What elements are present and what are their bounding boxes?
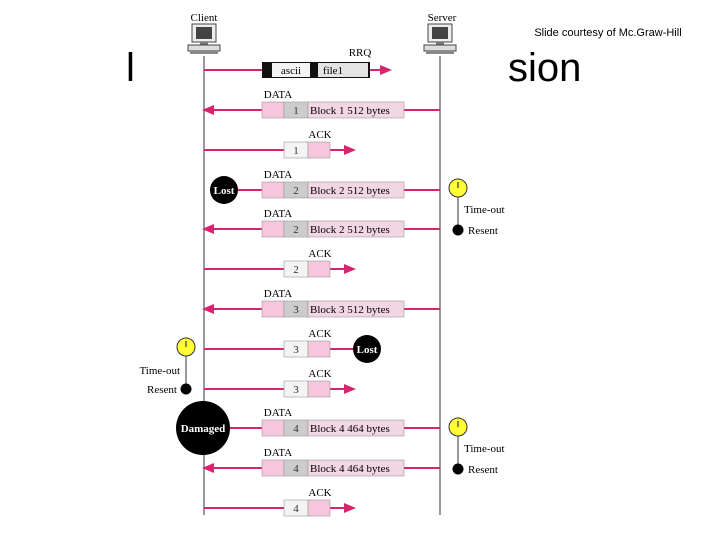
msg-6-kind-label: ACK xyxy=(308,328,331,340)
msg-4-kind-label: ACK xyxy=(308,248,331,260)
msg-2-lost-badge xyxy=(210,176,238,204)
rrq-label: RRQ xyxy=(349,47,372,59)
msg-3-kind-label: DATA xyxy=(264,208,293,220)
msg-7-ack: ACK 3 xyxy=(204,368,356,398)
msg-1-packet-num: 1 xyxy=(293,145,299,157)
rrq-file-text: file1 xyxy=(323,65,343,77)
server-timer-block2: Time-out Resent xyxy=(448,178,505,237)
client-timeout-ack3-label: Time-out xyxy=(139,365,180,377)
msg-9-arrow-head xyxy=(202,463,214,473)
server-timer-block4: Time-out Resent xyxy=(448,417,505,476)
msg-3-arrow-head xyxy=(202,224,214,234)
msg-8-packet-body xyxy=(307,419,405,437)
msg-10-packet-num: 4 xyxy=(293,503,299,515)
msg-9-packet-body xyxy=(307,459,405,477)
msg-1-arrow-head xyxy=(344,145,356,155)
msg-10-arrow-head xyxy=(344,503,356,513)
client-resent-ack3-label: Resent xyxy=(147,384,177,396)
msg-5-packet-body xyxy=(307,300,405,318)
client-timer-ack3: Time-out Resent xyxy=(139,337,196,396)
msg-8-damaged-badge xyxy=(176,401,230,455)
msg-6-lost-label: Lost xyxy=(357,344,378,356)
msg-7-packet-num: 3 xyxy=(293,384,299,396)
title-fragment-left: l xyxy=(126,46,135,90)
msg-0-kind-label: DATA xyxy=(264,89,293,101)
msg-4-arrow-head xyxy=(344,264,356,274)
msg-6-packet-tail xyxy=(307,340,331,358)
msg-6-lost-badge xyxy=(353,335,381,363)
msg-6-packet-num: 3 xyxy=(293,344,299,356)
client-computer-icon xyxy=(187,23,221,55)
msg-7-packet-tail xyxy=(307,380,331,398)
msg-2-packet-edge xyxy=(261,181,285,199)
msg-0-packet-edge xyxy=(261,101,285,119)
server-timeout-block4-label: Time-out xyxy=(464,443,505,455)
msg-1-packet-tail xyxy=(307,141,331,159)
msg-2-packet-text: Block 2 512 bytes xyxy=(310,185,390,197)
server-timeout-block2-label: Time-out xyxy=(464,204,505,216)
msg-10-packet-tail xyxy=(307,499,331,517)
msg-5-arrow-head xyxy=(202,304,214,314)
msg-9-packet-num: 4 xyxy=(293,463,299,475)
msg-7-kind-label: ACK xyxy=(308,368,331,380)
msg-0-packet-text: Block 1 512 bytes xyxy=(310,105,390,117)
msg-8-packet-text: Block 4 464 bytes xyxy=(310,423,390,435)
msg-4-packet-num: 2 xyxy=(293,264,299,276)
rrq-mode-field xyxy=(272,63,310,77)
msg-8-packet-edge xyxy=(261,419,285,437)
msg-0-arrow-head xyxy=(202,105,214,115)
msg-5-kind-label: DATA xyxy=(264,288,293,300)
msg-9-packet-text: Block 4 464 bytes xyxy=(310,463,390,475)
msg-4-ack: ACK 2 xyxy=(204,248,356,278)
msg-0-packet-num: 1 xyxy=(293,105,299,117)
msg-3-packet-text: Block 2 512 bytes xyxy=(310,224,390,236)
msg-0-packet-body xyxy=(307,101,405,119)
msg-2-packet-body xyxy=(307,181,405,199)
server-computer-icon xyxy=(423,23,457,55)
msg-7-arrow-head xyxy=(344,384,356,394)
msg-8-damaged-label: Damaged xyxy=(181,423,226,435)
server-resent-block2-label: Resent xyxy=(468,225,498,237)
server-label: Server xyxy=(428,12,457,24)
rrq-mode-text: ascii xyxy=(281,65,301,77)
msg-5-packet-num: 3 xyxy=(293,304,299,316)
msg-5-packet-text: Block 3 512 bytes xyxy=(310,304,390,316)
msg-3-packet-body xyxy=(307,220,405,238)
slide-courtesy: Slide courtesy of Mc.Graw-Hill xyxy=(534,27,682,39)
msg-3-packet-edge xyxy=(261,220,285,238)
server-resent-block2-dot xyxy=(452,224,464,236)
msg-2-packet-num: 2 xyxy=(293,185,299,197)
msg-1-ack: ACK 1 xyxy=(204,129,356,159)
msg-8-kind-label: DATA xyxy=(264,407,293,419)
rrq-file-field xyxy=(318,63,368,77)
rrq-arrow-head xyxy=(380,65,392,75)
msg-1-kind-label: ACK xyxy=(308,129,331,141)
msg-8-packet-num: 4 xyxy=(293,423,299,435)
rrq-message: RRQ ascii file1 xyxy=(204,47,392,78)
title-fragment-right: sion xyxy=(508,46,582,90)
server-resent-block4-dot xyxy=(452,463,464,475)
msg-10-kind-label: ACK xyxy=(308,487,331,499)
msg-2-kind-label: DATA xyxy=(264,169,293,181)
msg-2-lost-label: Lost xyxy=(214,185,235,197)
msg-9-packet-edge xyxy=(261,459,285,477)
client-label: Client xyxy=(191,12,218,24)
msg-3-packet-num: 2 xyxy=(293,224,299,236)
msg-10-ack: ACK 4 xyxy=(204,487,356,517)
client-resent-ack3-dot xyxy=(180,383,192,395)
msg-5-packet-edge xyxy=(261,300,285,318)
msg-4-packet-tail xyxy=(307,260,331,278)
msg-6-ack: ACK 3 Lost xyxy=(204,328,381,363)
server-resent-block4-label: Resent xyxy=(468,464,498,476)
msg-9-kind-label: DATA xyxy=(264,447,293,459)
